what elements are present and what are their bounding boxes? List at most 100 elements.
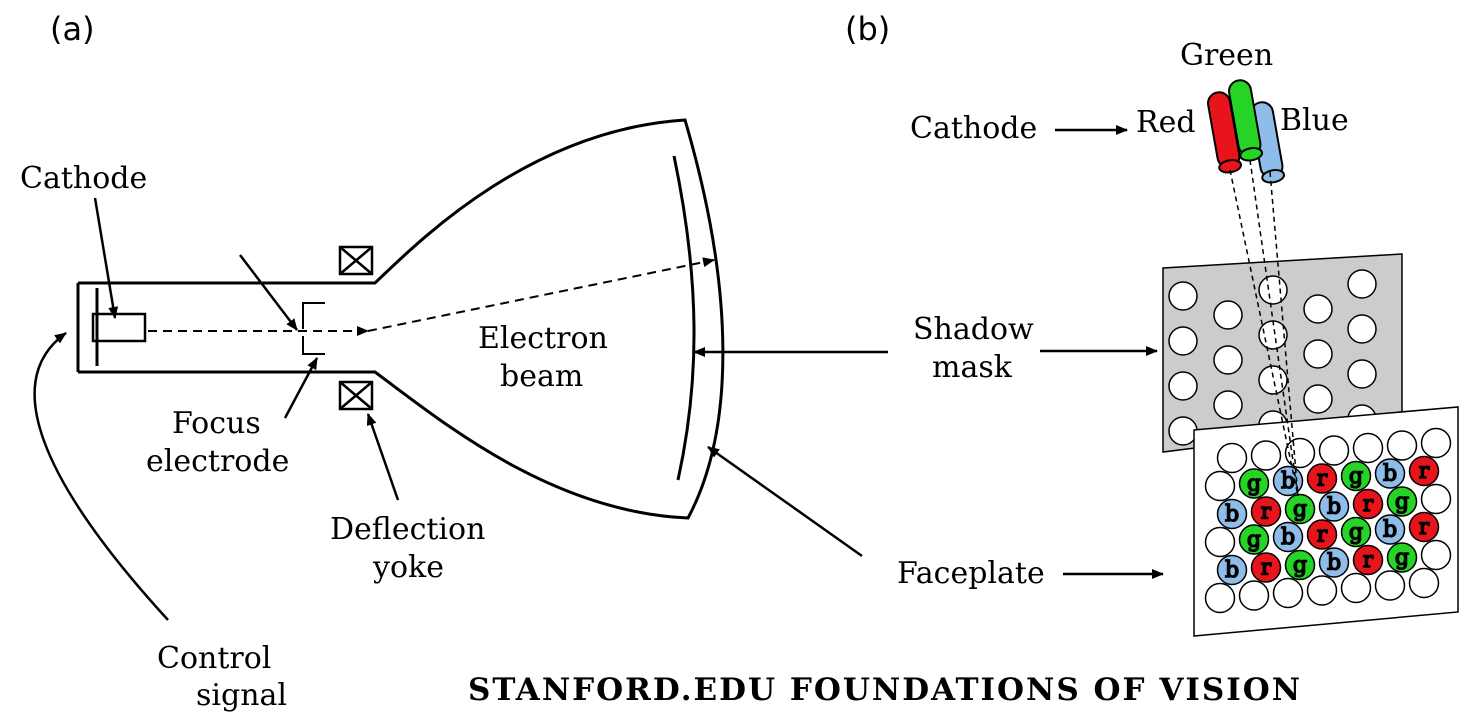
- deflection-yoke-arrow: [366, 413, 400, 501]
- shadow-mask-label-2: mask: [932, 350, 1013, 385]
- mask-hole: [1168, 281, 1198, 311]
- phosphor-dot-b: [1216, 498, 1248, 530]
- phosphor-letter: r: [1317, 467, 1328, 492]
- phosphor-letter: g: [1395, 546, 1409, 571]
- faceplate-inner-line: [672, 155, 696, 481]
- focus-pointer-top: [239, 254, 298, 331]
- phosphor-dot-empty: [1374, 570, 1406, 601]
- phosphor-dot-empty: [1238, 580, 1270, 611]
- phosphor-dot-empty: [1204, 470, 1236, 502]
- cathode-label-b: Cathode: [910, 111, 1037, 146]
- cathode-label-a: Cathode: [20, 161, 147, 196]
- shadow-mask: [1162, 253, 1403, 453]
- phosphor-dot-r: [1306, 463, 1338, 494]
- deflection-yoke-top: [338, 245, 374, 276]
- phosphor-dot-b: [1374, 514, 1406, 545]
- phosphor-letter: b: [1383, 518, 1397, 543]
- deflection-yoke-label-1: Deflection: [330, 512, 485, 547]
- mask-hole: [1303, 294, 1333, 324]
- phosphor-dot-empty: [1216, 442, 1248, 474]
- phosphor-dot-r: [1408, 511, 1440, 543]
- phosphor-dot-r: [1250, 552, 1282, 583]
- phosphor-dot-empty: [1306, 575, 1338, 606]
- phosphor-dot-g: [1386, 486, 1418, 517]
- electron-guns: [1207, 79, 1286, 184]
- phosphor-dot-empty: [1420, 539, 1452, 571]
- focus-electrode-label-1: Focus: [172, 406, 261, 441]
- crt-tube: [76, 118, 725, 520]
- phosphor-dot-b: [1272, 521, 1304, 553]
- phosphor-letter: r: [1363, 548, 1374, 573]
- mask-hole: [1347, 359, 1377, 389]
- red-label: Red: [1136, 105, 1196, 140]
- phosphor-letter: b: [1225, 558, 1239, 583]
- phosphor-dot-empty: [1340, 572, 1372, 604]
- green-gun: [1228, 79, 1264, 162]
- shadow-mask-label-1: Shadow: [913, 312, 1034, 347]
- phosphor-dot-empty: [1204, 526, 1236, 558]
- phosphor-letter: g: [1247, 528, 1261, 553]
- phosphor-dot-b: [1318, 547, 1350, 578]
- phosphor-letter: r: [1419, 515, 1430, 540]
- phosphor-dot-empty: [1272, 577, 1304, 609]
- phosphor-dot-b: [1374, 458, 1406, 489]
- phosphor-dot-empty: [1420, 427, 1452, 459]
- phosphor-dot-empty: [1318, 435, 1350, 466]
- deflection-yoke-bottom: [338, 380, 374, 411]
- electron-beam-label-1: Electron: [478, 321, 608, 356]
- credit-text: STANFORD.EDU FOUNDATIONS OF VISION: [468, 672, 1302, 708]
- phosphor-dot-r: [1306, 519, 1338, 550]
- panel-b-label: (b): [845, 10, 890, 48]
- mask-hole: [1168, 416, 1198, 446]
- phosphor-dot-r: [1352, 544, 1384, 576]
- mask-hole: [1347, 269, 1377, 299]
- phosphor-letter: g: [1293, 553, 1307, 578]
- faceplate-label: Faceplate: [897, 556, 1045, 591]
- mask-hole: [1213, 345, 1243, 375]
- mask-hole: [1213, 300, 1243, 330]
- mask-hole: [1258, 365, 1288, 395]
- phosphor-letter: b: [1225, 502, 1239, 527]
- phosphor-dot-b: [1318, 491, 1350, 522]
- phosphor-letter: g: [1247, 472, 1261, 497]
- phosphor-letter: r: [1261, 500, 1272, 525]
- phosphor-letter: b: [1327, 551, 1341, 576]
- green-label: Green: [1180, 38, 1273, 73]
- cathode-element: [91, 312, 147, 343]
- phosphor-dot-g: [1284, 549, 1316, 581]
- phosphor-dot-g: [1238, 524, 1270, 555]
- panel-a-label: (a): [50, 10, 95, 48]
- phosphor-letter: b: [1383, 462, 1397, 487]
- control-signal-label-1: Control: [157, 641, 271, 676]
- phosphor-letter: g: [1349, 464, 1363, 489]
- phosphor-letter: r: [1419, 459, 1430, 484]
- phosphor-letter: r: [1363, 492, 1374, 517]
- phosphor-dot-empty: [1408, 567, 1440, 599]
- phosphor-dot-empty: [1352, 432, 1384, 464]
- control-signal-arrow: [33, 331, 169, 621]
- mask-hole: [1168, 371, 1198, 401]
- phosphor-dot-g: [1340, 516, 1372, 548]
- phosphor-letter: r: [1261, 556, 1272, 581]
- phosphor-letter: r: [1317, 523, 1328, 548]
- mask-hole: [1213, 390, 1243, 420]
- phosphor-dot-empty: [1420, 483, 1452, 515]
- phosphor-letter: b: [1281, 525, 1295, 550]
- focus-electrode-element: [302, 302, 325, 355]
- focus-pointer-bottom: [283, 357, 319, 419]
- phosphor-letter: b: [1327, 495, 1341, 520]
- phosphor-dot-empty: [1386, 430, 1418, 461]
- phosphor-dot-g: [1238, 468, 1270, 499]
- phosphor-dot-g: [1340, 460, 1372, 492]
- phosphor-dot-r: [1408, 455, 1440, 487]
- phosphor-dot-b: [1216, 554, 1248, 586]
- phosphor-letter: g: [1349, 520, 1363, 545]
- phosphor-letter: b: [1281, 469, 1295, 494]
- phosphor-dot-empty: [1250, 440, 1282, 471]
- phosphor-letter: g: [1395, 490, 1409, 515]
- focus-electrode-label-2: electrode: [146, 444, 289, 479]
- mask-hole: [1168, 326, 1198, 356]
- mask-hole: [1347, 314, 1377, 344]
